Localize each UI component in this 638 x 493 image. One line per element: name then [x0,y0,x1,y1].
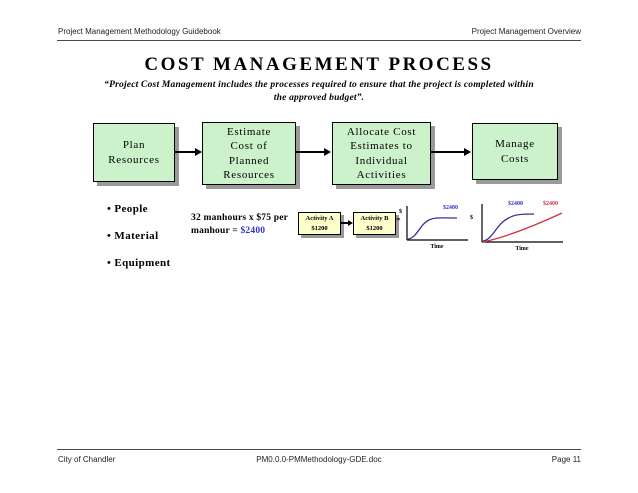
chart1-curve-value-label: $2400 [443,204,458,211]
header-divider [57,40,581,41]
activity-a-box: Activity A $1200 [298,212,341,235]
activity-a-name: Activity A [305,215,334,223]
activity-b-cost: $1200 [366,224,383,232]
activity-arrow [340,220,353,225]
chart2-blue-s-curve [482,213,535,242]
header-right-text: Project Management Overview [471,27,581,36]
activity-b-name: Activity B [360,215,389,223]
flow-step-allocate-cost: Allocate Cost Estimates to Individual Ac… [332,122,431,185]
header-left-text: Project Management Methodology Guidebook [58,27,221,36]
chart2-y-axis-label: $ [470,214,473,221]
cost-curve-chart-single: $ $2400 Time [399,204,468,250]
flow-arrow-1 [175,148,202,156]
flow-arrow-3 [431,148,471,156]
bullet-material: Material [107,230,171,242]
cost-curve-chart-comparison: $ $2400 $2400 Time [470,200,563,252]
flow-step-manage-costs: Manage Costs [472,123,558,180]
activity-a-cost: $1200 [311,224,328,232]
bullet-equipment: Equipment [107,257,171,269]
footer-page-number: Page 11 [551,455,581,464]
activity-b-box: Activity B $1200 [353,212,396,235]
calculation-amount: $2400 [240,226,266,237]
flow-step-estimate-cost: Estimate Cost of Planned Resources [202,122,296,185]
bullet-people: People [107,203,171,215]
resource-bullet-list: People Material Equipment [107,203,171,284]
page-title: COST MANAGEMENT PROCESS [144,54,494,75]
chart1-x-axis-label: Time [430,244,444,250]
calculation-text: 32 manhours x $75 per manhour = [191,213,288,237]
chart1-blue-s-curve [407,217,458,240]
footer-left-text: City of Chandler [58,455,116,464]
flow-arrow-2 [296,148,331,156]
chart2-red-value-label: $2400 [543,200,558,207]
footer-document-name: PM0.0.0-PMMethodology-GDE.doc [256,455,382,464]
flow-step-plan-resources: Plan Resources [93,123,175,182]
footer-divider [57,449,581,450]
subtitle-quote: “Project Cost Management includes the pr… [104,80,534,104]
chart2-x-axis-label: Time [515,246,529,252]
equals-sign: = [396,215,401,224]
chart2-red-line [482,212,563,243]
chart2-blue-value-label: $2400 [508,200,523,207]
manhour-calculation: 32 manhours x $75 per manhour = $2400 [191,212,315,239]
chart1-y-axis-label: $ [399,208,402,215]
